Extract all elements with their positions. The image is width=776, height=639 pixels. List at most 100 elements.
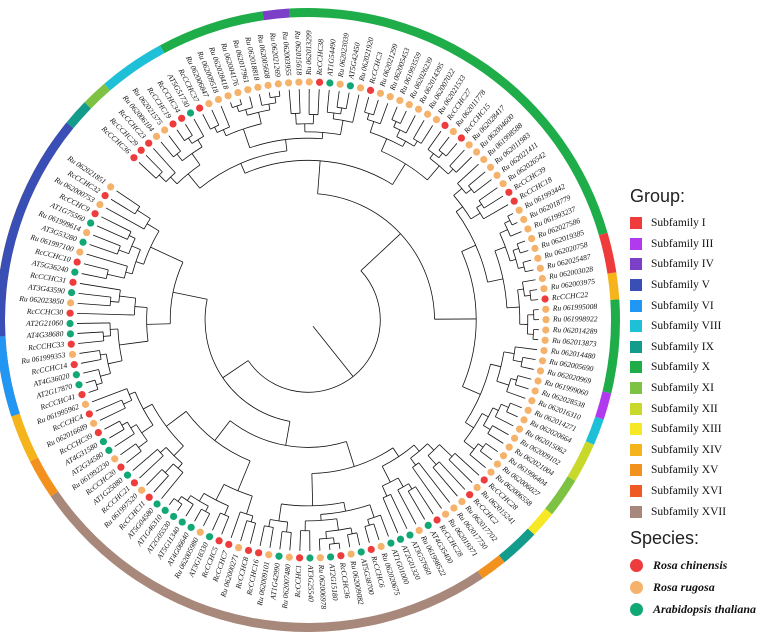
tree-branch xyxy=(427,165,440,181)
tree-branch xyxy=(288,89,292,114)
species-color-dot xyxy=(630,603,643,617)
tree-branch xyxy=(229,420,347,448)
tree-branch xyxy=(380,515,389,537)
leaf-species-dot xyxy=(387,539,395,547)
leaf-species-dot xyxy=(542,316,550,324)
tree-branch xyxy=(405,115,416,134)
leaf-species-dot xyxy=(466,491,474,499)
leaf-species-dot xyxy=(78,391,86,399)
tree-branch xyxy=(509,258,516,262)
group-color-swatch xyxy=(630,402,642,415)
tree-branch xyxy=(188,137,193,144)
tree-branch xyxy=(510,378,517,381)
leaf-species-dot xyxy=(99,437,108,446)
tree-branch xyxy=(478,443,484,448)
tree-branch xyxy=(158,174,167,182)
leaf-species-dot xyxy=(66,330,75,338)
tree-branch xyxy=(453,188,463,196)
group-legend-item: Subfamily XVI xyxy=(630,481,770,502)
tree-branch xyxy=(295,113,297,125)
tree-branch xyxy=(177,463,183,469)
leaf-species-dot xyxy=(169,120,177,128)
group-ring-segment xyxy=(527,508,553,535)
leaf-species-dot xyxy=(505,443,513,451)
tree-branch xyxy=(449,149,465,167)
leaf-species-dot xyxy=(480,476,488,484)
tree-branch xyxy=(445,143,458,157)
tree-branch xyxy=(483,204,509,220)
leaf-species-dot xyxy=(465,141,473,149)
leaf-species-dot xyxy=(67,288,76,297)
leaf-label: Ru 062007480 xyxy=(280,564,293,610)
tree-branch xyxy=(232,104,242,108)
tree-branch xyxy=(137,209,151,219)
tree-branch xyxy=(420,125,433,144)
tree-branch xyxy=(391,119,401,124)
tree-branch xyxy=(239,99,242,105)
leaf-species-dot xyxy=(414,105,423,113)
tree-branch xyxy=(364,97,370,113)
group-ring-segment xyxy=(567,441,594,481)
leaf-species-dot xyxy=(396,535,405,543)
tree-branch xyxy=(350,527,353,534)
tree-branch xyxy=(169,498,175,506)
tree-branch xyxy=(501,403,509,408)
tree-branch xyxy=(225,123,262,137)
leaf-species-dot xyxy=(284,79,293,87)
leaf-species-dot xyxy=(386,93,394,101)
tree-branch xyxy=(85,379,96,384)
tree-branch xyxy=(166,411,187,427)
tree-branch xyxy=(172,291,208,300)
tree-branch xyxy=(150,246,184,263)
leaf-species-dot xyxy=(367,545,375,554)
species-legend-title: Species: xyxy=(630,527,700,548)
tree-branch xyxy=(483,195,504,209)
tree-branch xyxy=(336,518,339,531)
leaf-species-dot xyxy=(130,479,139,487)
leaf-species-dot xyxy=(145,493,153,501)
group-legend-label: Subfamily XII xyxy=(651,402,718,415)
tree-branch xyxy=(530,299,539,301)
tree-branch xyxy=(125,271,133,275)
tree-branch xyxy=(345,441,355,467)
tree-branch xyxy=(393,121,397,128)
leaf-species-dot xyxy=(540,285,548,293)
tree-branch xyxy=(379,103,389,124)
tree-branch xyxy=(516,243,521,254)
leaf-species-dot xyxy=(70,361,78,369)
leaf-species-dot xyxy=(538,357,547,365)
tree-branch xyxy=(103,335,111,337)
tree-branch xyxy=(469,443,479,455)
group-legend-label: Subfamily VIII xyxy=(651,320,722,333)
tree-branch xyxy=(164,463,174,473)
leaf-species-dot xyxy=(66,319,74,328)
leaf-label: RcCCHC22 xyxy=(551,290,589,302)
leaf-species-dot xyxy=(424,521,432,530)
tree-branch xyxy=(250,515,254,523)
tree-branch xyxy=(463,441,475,450)
tree-branch xyxy=(136,424,148,442)
tree-branch xyxy=(392,163,406,185)
leaf-species-dot xyxy=(107,183,115,191)
tree-branch xyxy=(79,283,121,291)
tree-branch xyxy=(193,118,205,137)
tree-branch xyxy=(364,526,370,543)
leaf-species-dot xyxy=(265,551,273,559)
tree-branch xyxy=(380,138,388,152)
tree-branch xyxy=(515,346,538,351)
tree-branch xyxy=(109,428,125,439)
tree-branch xyxy=(317,89,320,115)
tree-branch xyxy=(109,297,112,306)
leaf-species-dot xyxy=(254,83,262,91)
tree-branch xyxy=(217,126,230,133)
tree-branch xyxy=(138,440,148,448)
group-legend-label: Subfamily III xyxy=(651,237,714,250)
tree-branch xyxy=(141,424,154,434)
tree-branch xyxy=(520,366,534,370)
tree-branch xyxy=(279,531,283,550)
leaf-species-dot xyxy=(296,554,304,562)
tree-branch xyxy=(492,407,499,411)
species-color-dot xyxy=(630,559,643,573)
